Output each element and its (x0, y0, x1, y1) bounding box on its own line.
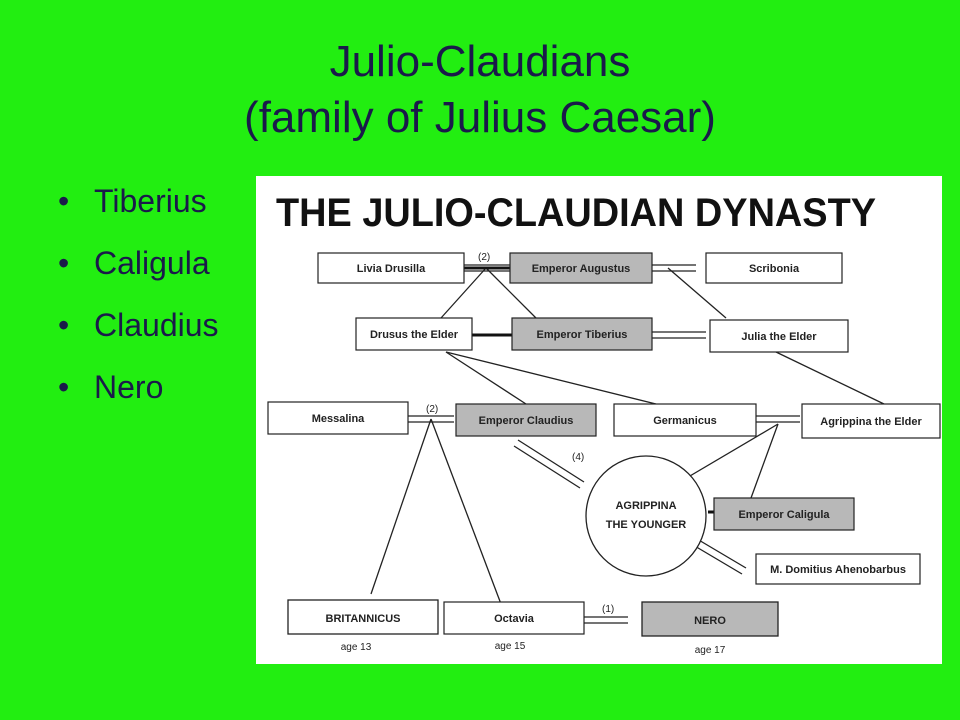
descent-line (445, 351, 527, 405)
box-shape (705, 252, 843, 284)
box-label: Emperor Tiberius (537, 329, 628, 341)
box-shape (755, 553, 921, 585)
box-shape (509, 252, 653, 284)
box-shape (613, 403, 757, 437)
marriage-count-claudius: (2) (426, 404, 438, 415)
emperor-bullet-list: • Tiberius • Caligula • Claudius • Nero (58, 176, 219, 424)
box-shape (443, 601, 585, 635)
box-shape (317, 252, 465, 284)
double-line (513, 445, 581, 489)
descent-line (775, 351, 885, 405)
box-shape (455, 403, 597, 437)
bullet-item: • Tiberius (58, 176, 219, 238)
descent-line (750, 423, 779, 499)
person-box-caligula: Emperor Caligula (713, 497, 855, 531)
bullet-marker: • (58, 369, 70, 405)
bullet-item: • Nero (58, 362, 219, 424)
box-shape (287, 599, 439, 635)
person-box-augustus: Emperor Augustus (509, 252, 653, 284)
box-label: Emperor Caligula (738, 509, 830, 521)
descent-line (440, 267, 487, 319)
descent-line (370, 418, 432, 595)
bullet-text-claudius: Claudius (94, 307, 219, 343)
box-label: Octavia (494, 613, 535, 625)
box-shape (267, 401, 409, 435)
person-box-octavia: Octavia (443, 601, 585, 635)
age-nero: age 17 (695, 645, 726, 656)
person-box-livia: Livia Drusilla (317, 252, 465, 284)
descent-line (430, 418, 502, 605)
box-shape (709, 319, 849, 353)
double-line (517, 439, 585, 483)
person-box-drusus: Drusus the Elder (355, 317, 473, 351)
box-shape (801, 403, 941, 439)
bullet-marker: • (58, 307, 70, 343)
circle-shape (585, 455, 707, 577)
age-octavia: age 15 (495, 641, 526, 652)
person-circle-agrippina-younger: AGRIPPINA THE YOUNGER (585, 455, 707, 577)
bullet-item: • Claudius (58, 300, 219, 362)
box-label: Scribonia (749, 263, 800, 275)
bullet-text-tiberius: Tiberius (94, 183, 207, 219)
person-box-claudius: Emperor Claudius (455, 403, 597, 437)
bullet-text-caligula: Caligula (94, 245, 210, 281)
box-label: Messalina (312, 413, 365, 425)
bullet-item: • Caligula (58, 238, 219, 300)
circle-label-line-2: THE YOUNGER (606, 519, 687, 531)
person-box-domitius: M. Domitius Ahenobarbus (755, 553, 921, 585)
person-box-britannicus: BRITANNICUS (287, 599, 439, 635)
descent-line (667, 267, 727, 319)
marriage-connectors (464, 266, 714, 514)
person-box-nero: NERO (641, 601, 779, 637)
bullet-marker: • (58, 245, 70, 281)
box-label: Drusus the Elder (370, 329, 459, 341)
bullet-text-nero: Nero (94, 369, 164, 405)
box-label: Julia the Elder (741, 331, 817, 343)
marriage-count-agrippina: (4) (572, 452, 584, 463)
box-label: Emperor Claudius (479, 415, 574, 427)
descent-line (445, 351, 657, 405)
circle-label-line-1: AGRIPPINA (615, 500, 676, 512)
box-shape (713, 497, 855, 531)
person-box-scribonia: Scribonia (705, 252, 843, 284)
family-tree-svg: THE JULIO-CLAUDIAN DYNASTY (267, 191, 941, 656)
box-label: M. Domitius Ahenobarbus (770, 564, 906, 576)
age-britannicus: age 13 (341, 642, 372, 653)
marriage-count-nero: (1) (602, 604, 614, 615)
dynasty-family-tree: THE JULIO-CLAUDIAN DYNASTY (256, 176, 942, 664)
person-box-julia: Julia the Elder (709, 319, 849, 353)
slide-title-line-2: (family of Julius Caesar) (244, 93, 716, 142)
marriage-count-augustus: (2) (478, 252, 490, 263)
person-box-tiberius: Emperor Tiberius (511, 317, 653, 351)
box-label: Livia Drusilla (357, 263, 426, 275)
box-label: Germanicus (653, 415, 717, 427)
box-label: NERO (694, 615, 726, 627)
box-shape (355, 317, 473, 351)
box-label: Agrippina the Elder (820, 416, 922, 428)
box-shape (641, 601, 779, 637)
slide-title: Julio-Claudians (family of Julius Caesar… (0, 34, 960, 146)
box-shape (511, 317, 653, 351)
bullet-marker: • (58, 183, 70, 219)
diagram-heading: THE JULIO-CLAUDIAN DYNASTY (276, 191, 876, 235)
box-label: BRITANNICUS (326, 613, 401, 625)
person-box-messalina: Messalina (267, 401, 409, 435)
box-label: Emperor Augustus (532, 263, 631, 275)
descent-line (485, 267, 537, 319)
slide-title-line-1: Julio-Claudians (329, 37, 631, 86)
person-box-agrippina-elder: Agrippina the Elder (801, 403, 941, 439)
person-box-germanicus: Germanicus (613, 403, 757, 437)
